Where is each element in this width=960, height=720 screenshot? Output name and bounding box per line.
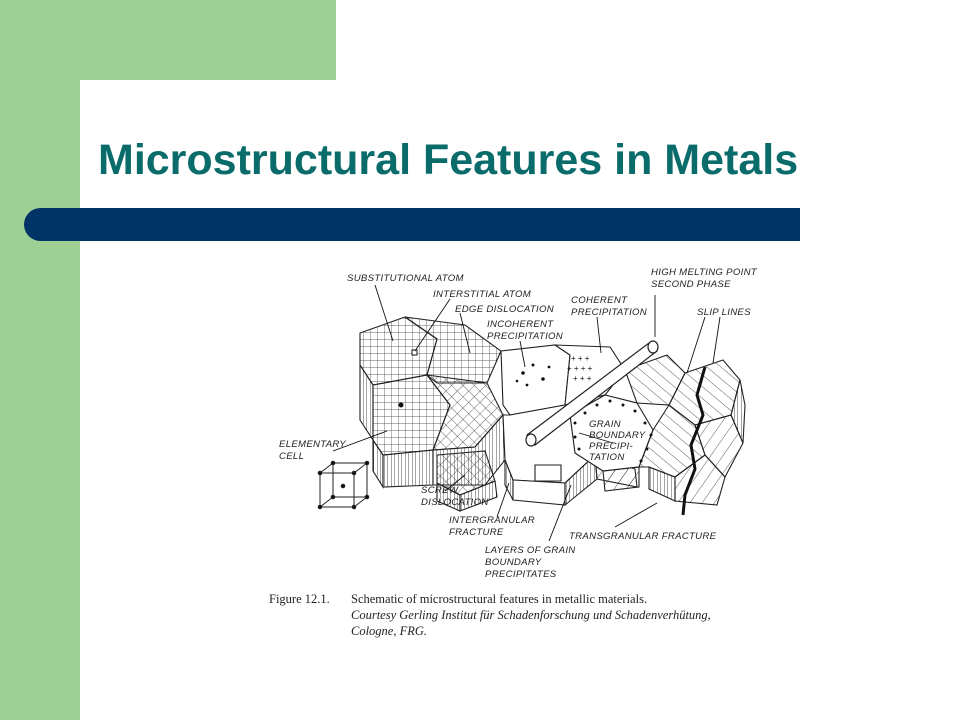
svg-text:+ + +: + + + (573, 374, 592, 383)
label-incoherent-1: INCOHERENT (487, 319, 554, 330)
label-layers-2: BOUNDARY (485, 557, 542, 568)
microstructure-diagram: + + + + + + + + + + (269, 267, 758, 638)
grain-block (359, 316, 746, 512)
label-intergranular-1: INTERGRANULAR (449, 515, 535, 526)
label-screw-1: SCREW (421, 485, 459, 496)
title-underline-bar (24, 208, 800, 241)
svg-text:+ + + +: + + + + (567, 364, 593, 373)
svg-text:+ + +: + + + (571, 354, 590, 363)
sidebar-accent (0, 0, 80, 720)
content-corner (80, 80, 336, 280)
label-grain-boundary-4: TATION (589, 452, 625, 463)
label-layers-3: PRECIPITATES (485, 569, 557, 580)
leader-lines (332, 284, 721, 542)
label-slip-lines: SLIP LINES (697, 307, 751, 318)
atom-markers (398, 349, 418, 408)
slide-title: Microstructural Features in Metals (98, 136, 799, 184)
label-intergranular-2: FRACTURE (449, 527, 504, 538)
caption-line-2: Courtesy Gerling Institut für Schadenfor… (351, 608, 711, 622)
transgranular-crack (681, 366, 707, 516)
second-phase-rod (525, 340, 659, 447)
label-grain-boundary-3: PRECIPI- (589, 441, 633, 452)
grain-boundary-dots (573, 399, 653, 463)
microstructure-figure: + + + + + + + + + + (265, 255, 805, 650)
caption-line-3: Cologne, FRG. (351, 624, 427, 638)
label-incoherent-2: PRECIPITATION (487, 331, 563, 342)
label-high-melting-1: HIGH MELTING POINT (651, 267, 758, 278)
top-accent-block (80, 0, 336, 80)
label-interstitial-atom: INTERSTITIAL ATOM (433, 289, 531, 300)
label-high-melting-2: SECOND PHASE (651, 279, 731, 290)
caption-number: Figure 12.1. (269, 592, 330, 606)
label-grain-boundary-2: BOUNDARY (589, 430, 646, 441)
label-edge-dislocation: EDGE DISLOCATION (455, 304, 554, 315)
label-coherent-2: PRECIPITATION (571, 307, 647, 318)
incoherent-precipitates (515, 363, 551, 387)
label-coherent-1: COHERENT (571, 295, 628, 306)
label-screw-2: DISLOCATION (421, 497, 489, 508)
label-substitutional-atom: SUBSTITUTIONAL ATOM (347, 273, 464, 284)
label-elementary-2: CELL (279, 451, 304, 462)
label-grain-boundary-1: GRAIN (589, 419, 621, 430)
label-transgranular: TRANSGRANULAR FRACTURE (569, 531, 717, 542)
label-elementary-1: ELEMENTARY (279, 439, 346, 450)
elementary-cell-cube (317, 460, 370, 510)
label-layers-1: LAYERS OF GRAIN (485, 545, 576, 556)
caption-line-1: Schematic of microstructural features in… (351, 592, 647, 606)
coherent-precipitates: + + + + + + + + + + (567, 354, 593, 383)
